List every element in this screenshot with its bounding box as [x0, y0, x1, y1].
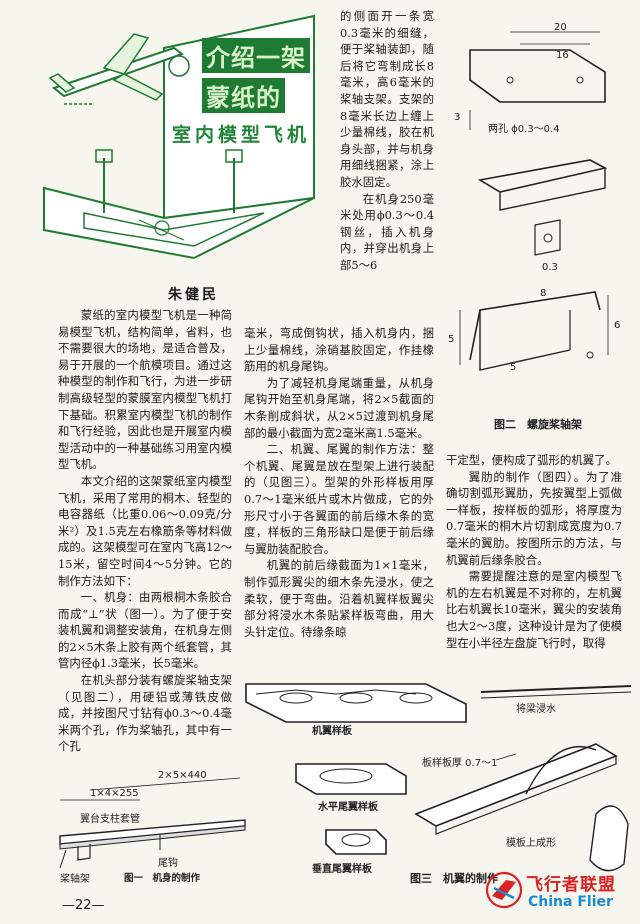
watermark-cn: 飞行者联盟: [526, 875, 616, 895]
paragraph: 的侧面开一条宽0.3毫米的细缝，便于桨轴装卸，随后将它弯制成长8毫米，高6毫米的…: [340, 9, 434, 189]
paragraph: 在机头部分装有螺旋桨轴支架（见图二），用硬铝或薄铁皮做成，并按图尺寸钻有ϕ0.3…: [58, 673, 232, 754]
watermark: 飞行者联盟 China Flier: [484, 868, 634, 916]
paragraph: 二、机翼、尾翼的制作方法：整个机翼、尾翼是放在型架上进行装配的（见图三）。型架的…: [244, 442, 434, 556]
dim-0-3: 0.3: [542, 262, 558, 273]
holes-label: 两孔 ϕ0.3～0.4: [488, 124, 560, 135]
label-board-thickness: 板样板厚 0.7～1: [422, 758, 498, 769]
watermark-logo-icon: [485, 871, 523, 909]
paragraph: 本文介绍的这架蒙纸室内模型飞机，采用了常用的桐木、轻型的电容器纸（比重0.06～…: [58, 473, 232, 588]
paragraph: 为了减轻机身尾端重量，从机身尾钩开始至机身尾端，将2×5截面的木条削成斜状，从2…: [244, 375, 434, 440]
watermark-en: China Flier: [528, 894, 613, 910]
dim-2x5x440: 2×5×440: [158, 770, 207, 781]
figure-3: 机翼样板 水平尾翼样板 垂直尾翼样板 将梁浸水 板样板厚 0.7～1 模板上成形…: [236, 664, 636, 890]
figure-2-caption: 图二 螺旋桨轴架: [494, 418, 582, 431]
header-illustration: 介绍一架 蒙纸的 室内模型飞机: [43, 8, 334, 270]
dim-8: 8: [540, 288, 547, 299]
paragraph: 翼肋的制作（图四）。为了准确切割弧形翼肋，先按翼型上弧做一样板，按样板的弧形，将…: [446, 469, 622, 567]
middle-column-bottom: 毫米，弯成倒钩状，插入机身内，捆上少量棉线，涂硝基胶固定，作挂橡筋用的机身尾钩。…: [244, 325, 434, 640]
figure-2: 20 16 3 两孔 ϕ0.3～0.4 0.3 5 5 6 8 图二 螺旋桨轴架: [440, 10, 636, 442]
left-column: 蒙纸的室内模型飞机是一种简易模型飞机，结构简单，省料，也不需要很大的场地，是适合…: [58, 307, 232, 755]
title-line-3: 室内模型飞机: [172, 124, 311, 146]
author: 朱健民: [168, 287, 219, 303]
title-line-1: 介绍一架: [202, 38, 310, 73]
paragraph: 在机身250毫米处用ϕ0.3～0.4钢丝，插入机身内，并穿出机身上部5～6: [340, 191, 434, 272]
figure-3-drawing: [245, 683, 632, 872]
figure-3-caption: 图三 机翼的制作: [410, 872, 498, 885]
label-htail-template: 水平尾翼样板: [318, 802, 378, 813]
page-number: —22—: [62, 898, 105, 913]
right-column: 干定型，便构成了弧形的机翼了。 翼肋的制作（图四）。为了准确切割弧形翼肋，先按翼…: [446, 452, 622, 651]
dim-16: 16: [556, 50, 569, 61]
label-tail-hook: 尾钩: [158, 858, 178, 869]
middle-column-top: 的侧面开一条宽0.3毫米的细缝，便于桨轴装卸，随后将它弯制成长8毫米，高6毫米的…: [340, 8, 434, 274]
figure-1: 2×5×440 1×4×255 翼台支柱套管 尾钩 桨轴架 图一 机身的制作: [50, 770, 250, 890]
label-vtail-template: 垂直尾翼样板: [312, 864, 372, 875]
label-soak-spar: 将梁浸水: [516, 704, 556, 715]
figure-1-caption: 图一 机身的制作: [124, 873, 201, 884]
label-shaft: 桨轴架: [60, 874, 90, 885]
paragraph: 需要提醒注意的是室内模型飞机的左右机翼是不对称的，左机翼比右机翼长10毫米，翼尖…: [446, 569, 622, 650]
dim-5-bottom: 5: [510, 362, 517, 373]
label-sleeve: 翼台支柱套管: [80, 814, 140, 825]
dim-6: 6: [614, 320, 621, 331]
title-line-2: 蒙纸的: [202, 78, 285, 113]
paragraph: 一、机身：由两根桐木条胶合而成“⊥”状（图一）。为了便于安装机翼和调整安装角，在…: [58, 590, 232, 671]
paragraph: 机翼的前后缘截面为1×1毫米，制作弧形翼尖的细木条先浸水，使之柔软，便于弯曲。沿…: [244, 558, 434, 639]
dim-3: 3: [454, 112, 461, 123]
dim-1x4x255: 1×4×255: [90, 788, 139, 799]
paragraph: 蒙纸的室内模型飞机是一种简易模型飞机，结构简单，省料，也不需要很大的场地，是适合…: [58, 308, 232, 472]
figure-2-drawing: [459, 31, 609, 371]
dim-5-left: 5: [448, 334, 455, 345]
dim-20: 20: [554, 22, 567, 33]
paragraph: 干定型，便构成了弧形的机翼了。: [446, 453, 617, 467]
figure-1-drawing: [59, 777, 246, 869]
label-form: 模板上成形: [506, 838, 556, 849]
paragraph: 毫米，弯成倒钩状，插入机身内，捆上少量棉线，涂硝基胶固定，作挂橡筋用的机身尾钩。: [244, 326, 434, 374]
label-wing-template: 机翼样板: [312, 726, 352, 737]
